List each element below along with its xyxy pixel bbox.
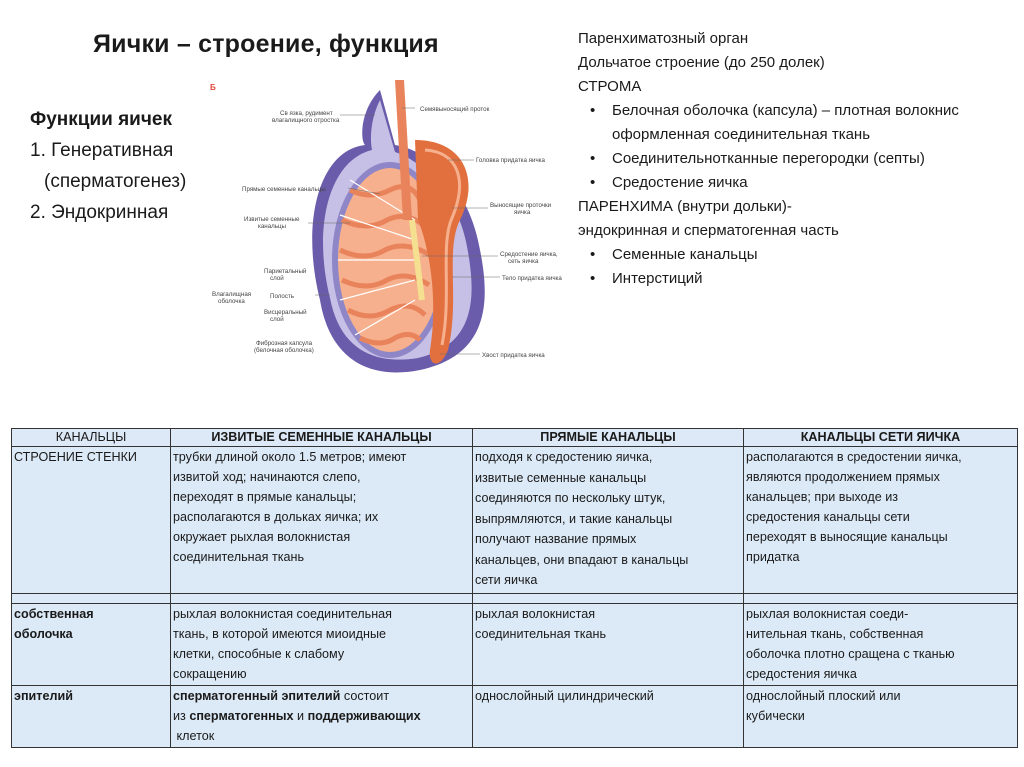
table-header-cell: КАНАЛЬЦЫ СЕТИ ЯИЧКА xyxy=(743,428,1018,447)
desc-line: Паренхиматозный орган xyxy=(578,30,749,47)
svg-text:(белочная оболочка): (белочная оболочка) xyxy=(254,347,314,354)
row-label: эпителий xyxy=(11,685,171,748)
svg-text:слой: слой xyxy=(270,275,284,282)
svg-text:сеть яичка: сеть яичка xyxy=(508,258,539,265)
desc-bullet: •Семенные канальцы xyxy=(590,246,758,263)
svg-text:Влагалищная: Влагалищная xyxy=(212,291,251,298)
svg-text:Головка придатка яичка: Головка придатка яичка xyxy=(476,157,546,164)
table-row: СТРОЕНИЕ СТЕНКИ трубки длиной около 1.5 … xyxy=(11,446,1018,594)
svg-text:Полость: Полость xyxy=(270,293,294,300)
desc-bullet: •Средостение яичка xyxy=(590,174,748,191)
table-header-cell: ПРЯМЫЕ КАНАЛЬЦЫ xyxy=(472,428,744,447)
svg-text:Семявыносящий проток: Семявыносящий проток xyxy=(420,106,490,113)
leader-lines xyxy=(308,107,500,355)
table-header-cell: ИЗВИТЫЕ СЕМЕННЫЕ КАНАЛЬЦЫ xyxy=(170,428,473,447)
desc-line: эндокринная и сперматогенная часть xyxy=(578,222,839,239)
table-cell: располагаются в средостении яичка,являют… xyxy=(743,446,1018,594)
table-cell: рыхлая волокнистая соеди-нительная ткань… xyxy=(743,603,1018,686)
diagram-corner-letter: Б xyxy=(210,83,216,92)
function-item-1: 1. Генеративная xyxy=(30,140,174,161)
rete-testis xyxy=(409,219,425,301)
desc-line: ПАРЕНХИМА (внутри дольки)- xyxy=(578,198,792,215)
svg-text:яичка: яичка xyxy=(514,209,531,216)
page-title: Яички – строение, функция xyxy=(93,30,439,58)
testis-anatomy-diagram: Б Св язка, рудимент влагалищного отростк… xyxy=(210,80,562,373)
function-item-1-detail: (сперматогенез) xyxy=(44,171,187,192)
svg-text:Св язка, рудимент: Св язка, рудимент xyxy=(280,110,333,117)
svg-text:влагалищного отростка: влагалищного отростка xyxy=(272,117,340,124)
epididymis xyxy=(415,140,469,364)
tubules-comparison-table: КАНАЛЬЦЫ ИЗВИТЫЕ СЕМЕННЫЕ КАНАЛЬЦЫ ПРЯМЫ… xyxy=(11,428,1018,748)
desc-bullet: •Интерстиций xyxy=(590,270,703,287)
row-label: СТРОЕНИЕ СТЕНКИ xyxy=(11,446,171,594)
structure-description: Паренхиматозный орган Дольчатое строение… xyxy=(578,27,1018,291)
table-header-cell: КАНАЛЬЦЫ xyxy=(11,428,171,447)
table-row: эпителий сперматогенный эпителий состоит… xyxy=(11,685,1018,748)
table-spacer-row xyxy=(11,593,1018,604)
table-cell: сперматогенный эпителий состоит из сперм… xyxy=(170,685,473,748)
table-header-row: КАНАЛЬЦЫ ИЗВИТЫЕ СЕМЕННЫЕ КАНАЛЬЦЫ ПРЯМЫ… xyxy=(11,428,1018,447)
svg-text:Фиброзная капсула: Фиброзная капсула xyxy=(256,340,313,347)
svg-text:оболочка: оболочка xyxy=(218,298,245,305)
table-cell: однослойный цилиндрический xyxy=(472,685,744,748)
desc-bullet: •Соединительнотканные перегородки (септы… xyxy=(590,150,925,167)
svg-text:Париетальный: Париетальный xyxy=(264,268,307,275)
svg-text:Хвост придатка яичка: Хвост придатка яичка xyxy=(482,352,545,359)
table-cell: подходя к средостению яичка,извитые семе… xyxy=(472,446,744,594)
desc-line: СТРОМА xyxy=(578,78,642,95)
svg-text:Прямые семенные канальцы: Прямые семенные канальцы xyxy=(242,186,326,193)
desc-bullet-continuation: оформленная соединительная ткань xyxy=(612,126,871,143)
svg-text:канальцы: канальцы xyxy=(258,223,287,230)
functions-heading: Функции яичек xyxy=(30,109,172,130)
function-item-2: 2. Эндокринная xyxy=(30,202,169,223)
svg-text:Средостение яичка,: Средостение яичка, xyxy=(500,251,558,258)
svg-text:Извитые семенные: Извитые семенные xyxy=(244,216,300,223)
desc-line: Дольчатое строение (до 250 долек) xyxy=(578,54,825,71)
vas-deferens xyxy=(395,80,412,220)
svg-text:Тело придатка яичка: Тело придатка яичка xyxy=(502,275,562,282)
svg-text:Висцеральный: Висцеральный xyxy=(264,309,307,316)
svg-text:слой: слой xyxy=(270,316,284,323)
desc-bullet: •Белочная оболочка (капсула) – плотная в… xyxy=(590,102,959,119)
functions-block: Функции яичек 1. Генеративная (сперматог… xyxy=(30,104,186,228)
svg-text:Выносящие проточки: Выносящие проточки xyxy=(490,202,552,209)
